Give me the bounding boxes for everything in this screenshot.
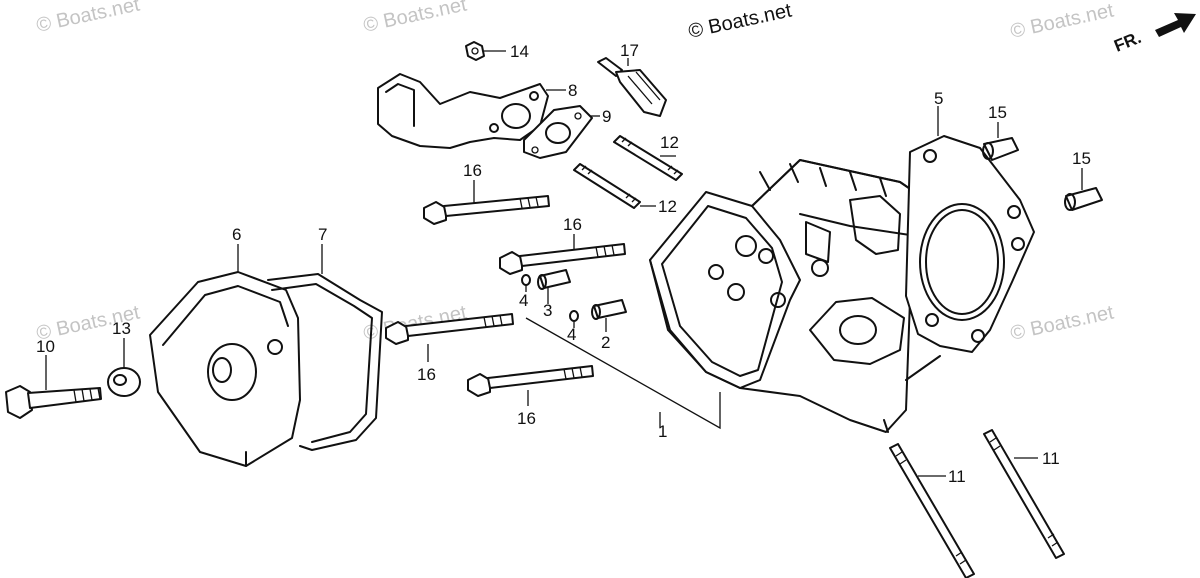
- callout-2: 2: [601, 333, 610, 352]
- callout-16-left: 16: [417, 365, 436, 384]
- part-17-spark-plug: [597, 57, 667, 117]
- watermark-text: © Boats.net: [1008, 0, 1116, 43]
- callout-3: 3: [543, 301, 552, 320]
- part-16-bolt-top: [423, 195, 550, 225]
- part-16-bolt-left: [385, 313, 514, 345]
- part-16-bolt-mid: [499, 243, 626, 275]
- front-direction-indicator: FR.: [1111, 13, 1196, 56]
- callout-12-upper: 12: [660, 133, 679, 152]
- part-8-intake-pipe: [377, 73, 549, 149]
- front-direction-label: FR.: [1111, 28, 1144, 56]
- callout-16-bottom: 16: [517, 409, 536, 428]
- callout-5: 5: [934, 89, 943, 108]
- part-16-bolt-bottom: [467, 365, 594, 397]
- part-13-washer: [107, 367, 141, 397]
- watermark-text: © Boats.net: [686, 0, 794, 43]
- part-3-dowel-pin: [537, 269, 571, 290]
- callout-numbers: 1 2 3 4 4 5 6 7 8 9 10 11 11 12 12 13 14…: [36, 41, 1091, 486]
- watermark-text: © Boats.net: [34, 0, 142, 37]
- callout-8: 8: [568, 81, 577, 100]
- callout-16-top: 16: [463, 161, 482, 180]
- part-4-o-ring-right: [569, 310, 579, 322]
- callout-1: 1: [658, 422, 667, 441]
- callout-10: 10: [36, 337, 55, 356]
- part-15-dowel-upper: [982, 137, 1019, 161]
- part-6-head-cover: [149, 271, 301, 467]
- part-11-stud-right: [983, 429, 1065, 559]
- callout-11-right: 11: [1042, 449, 1060, 468]
- watermark-text: © Boats.net: [1008, 301, 1116, 344]
- front-direction-arrow-icon: [1155, 13, 1196, 37]
- callout-4-right: 4: [567, 325, 576, 344]
- part-12-stud-upper: [613, 135, 683, 181]
- part-1-cylinder-head: [649, 159, 945, 433]
- callout-7: 7: [318, 225, 327, 244]
- part-9-intake-gasket: [523, 105, 593, 159]
- part-2-dowel-pin: [591, 299, 627, 320]
- watermark-text: © Boats.net: [361, 0, 469, 37]
- callout-15-lower: 15: [1072, 149, 1091, 168]
- callout-13: 13: [112, 319, 131, 338]
- callout-16-mid: 16: [563, 215, 582, 234]
- part-7-cover-gasket: [267, 273, 383, 451]
- callout-9: 9: [602, 107, 611, 126]
- callout-6: 6: [232, 225, 241, 244]
- part-12-stud-lower: [573, 163, 641, 209]
- callout-15-upper: 15: [988, 103, 1007, 122]
- part-10-cover-bolt: [5, 385, 102, 419]
- callout-17: 17: [620, 41, 639, 60]
- callout-14: 14: [510, 42, 529, 61]
- callout-4-left: 4: [519, 291, 528, 310]
- part-14-nut: [465, 41, 485, 61]
- callout-12-lower: 12: [658, 197, 677, 216]
- leader-lines: [45, 50, 1083, 477]
- part-4-o-ring-left: [521, 274, 531, 286]
- callout-11-left: 11: [948, 467, 966, 486]
- part-15-dowel-lower: [1064, 187, 1103, 211]
- part-5-head-gasket: [905, 135, 1035, 353]
- part-11-stud-left: [889, 443, 975, 578]
